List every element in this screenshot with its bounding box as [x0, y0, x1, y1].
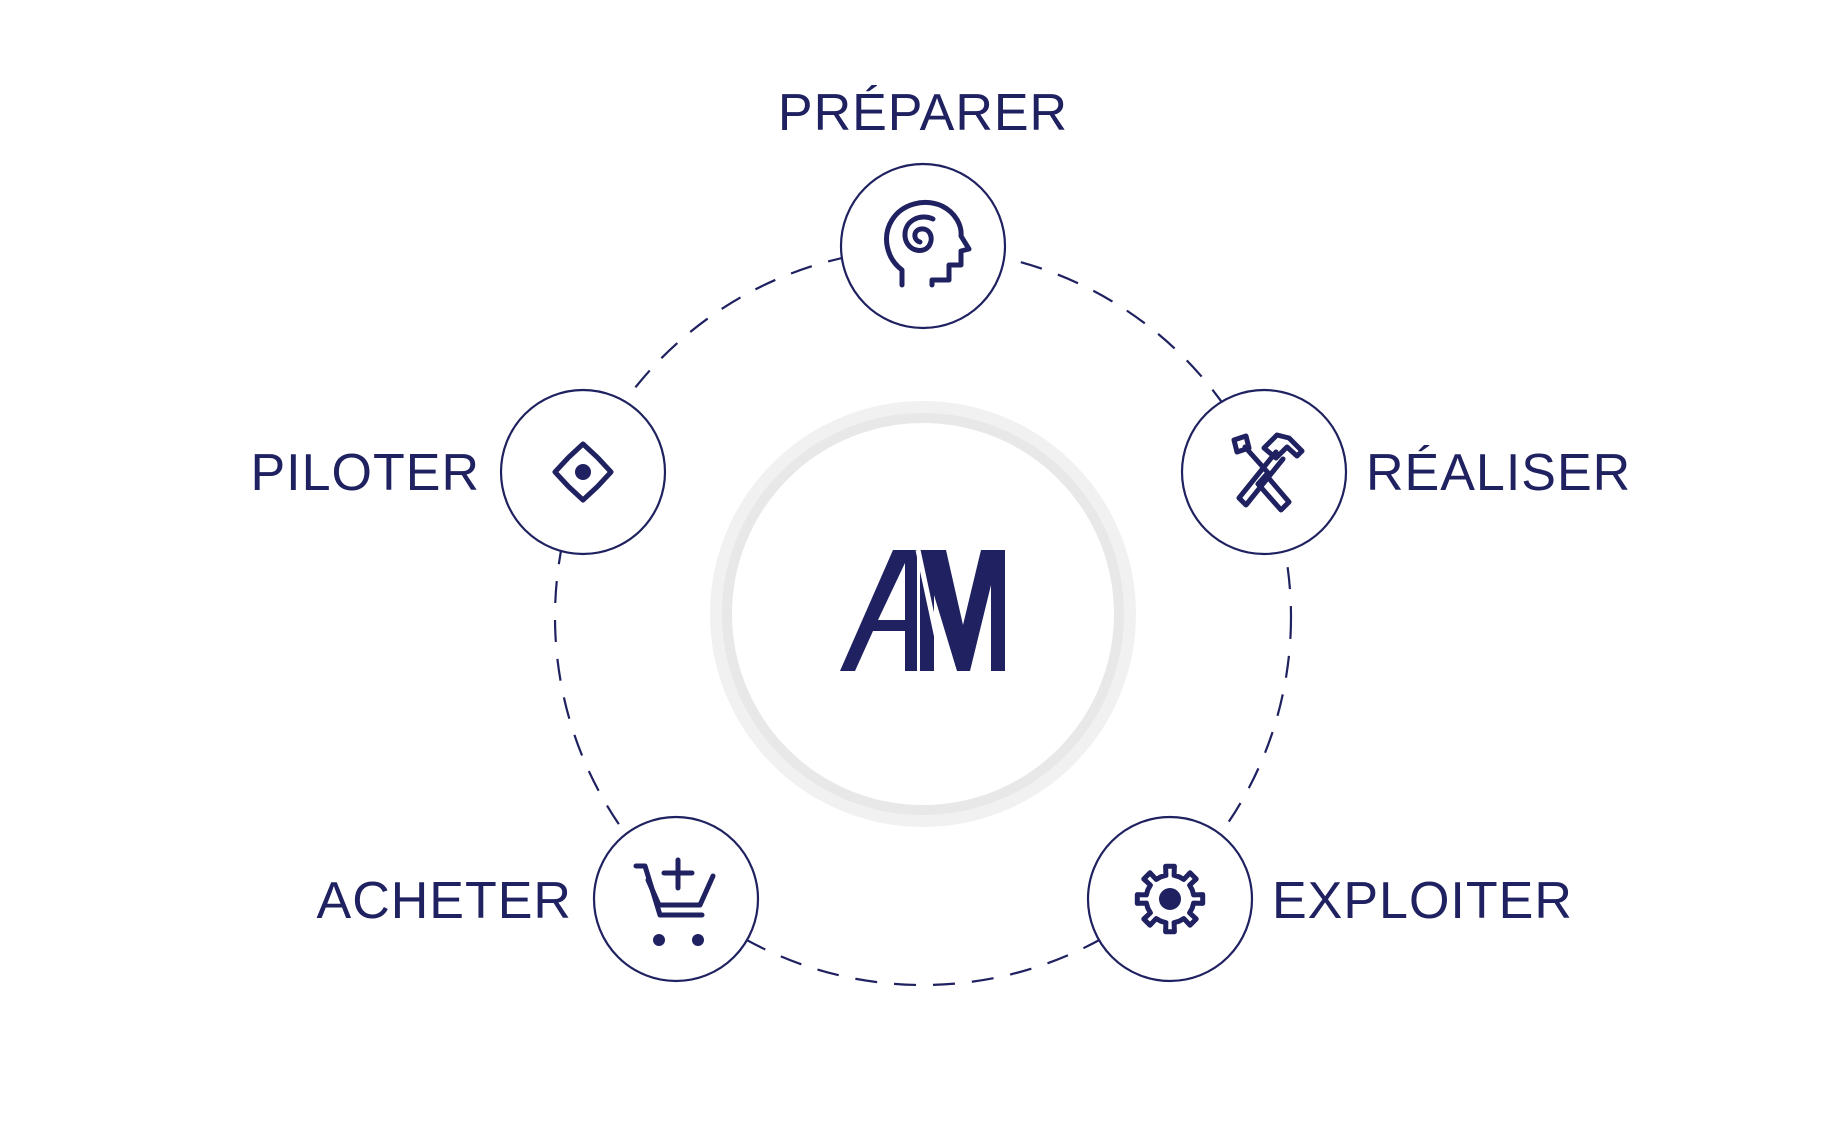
- stage-label-realiser: RÉALISER: [1366, 444, 1631, 502]
- gear-hub: [1159, 888, 1181, 910]
- cart-wheel-right: [692, 934, 704, 946]
- logo-letter-a-counter: [878, 563, 905, 620]
- gear-icon: [1134, 863, 1206, 935]
- stage-node-realiser[interactable]: RÉALISER: [1180, 388, 1631, 556]
- logo-divider: [915, 549, 947, 672]
- center-ring-shadow: [710, 401, 1136, 827]
- stage-node-preparer[interactable]: PRÉPARER: [778, 84, 1068, 330]
- stage-node-piloter[interactable]: PILOTER: [251, 388, 667, 556]
- cart-wheel-left: [653, 934, 665, 946]
- node-circle: [592, 815, 760, 983]
- stage-label-piloter: PILOTER: [251, 444, 481, 502]
- tools-icon: [1231, 432, 1305, 513]
- head-spiral-icon: [884, 200, 972, 288]
- stage-label-exploiter: EXPLOITER: [1272, 872, 1573, 930]
- stage-label-preparer: PRÉPARER: [778, 84, 1068, 142]
- target-center-dot: [575, 464, 591, 480]
- node-circle: [839, 162, 1007, 330]
- stage-node-exploiter[interactable]: EXPLOITER: [1086, 815, 1573, 983]
- cart-add-icon: [633, 857, 716, 918]
- logo-letter-m: [920, 550, 1005, 671]
- center-emblem: AM: [710, 401, 1136, 827]
- stage-node-acheter[interactable]: ACHETER: [317, 815, 760, 983]
- stage-label-acheter: ACHETER: [317, 872, 572, 930]
- am-logo: [840, 549, 1005, 672]
- target-diamond-icon: [552, 441, 614, 503]
